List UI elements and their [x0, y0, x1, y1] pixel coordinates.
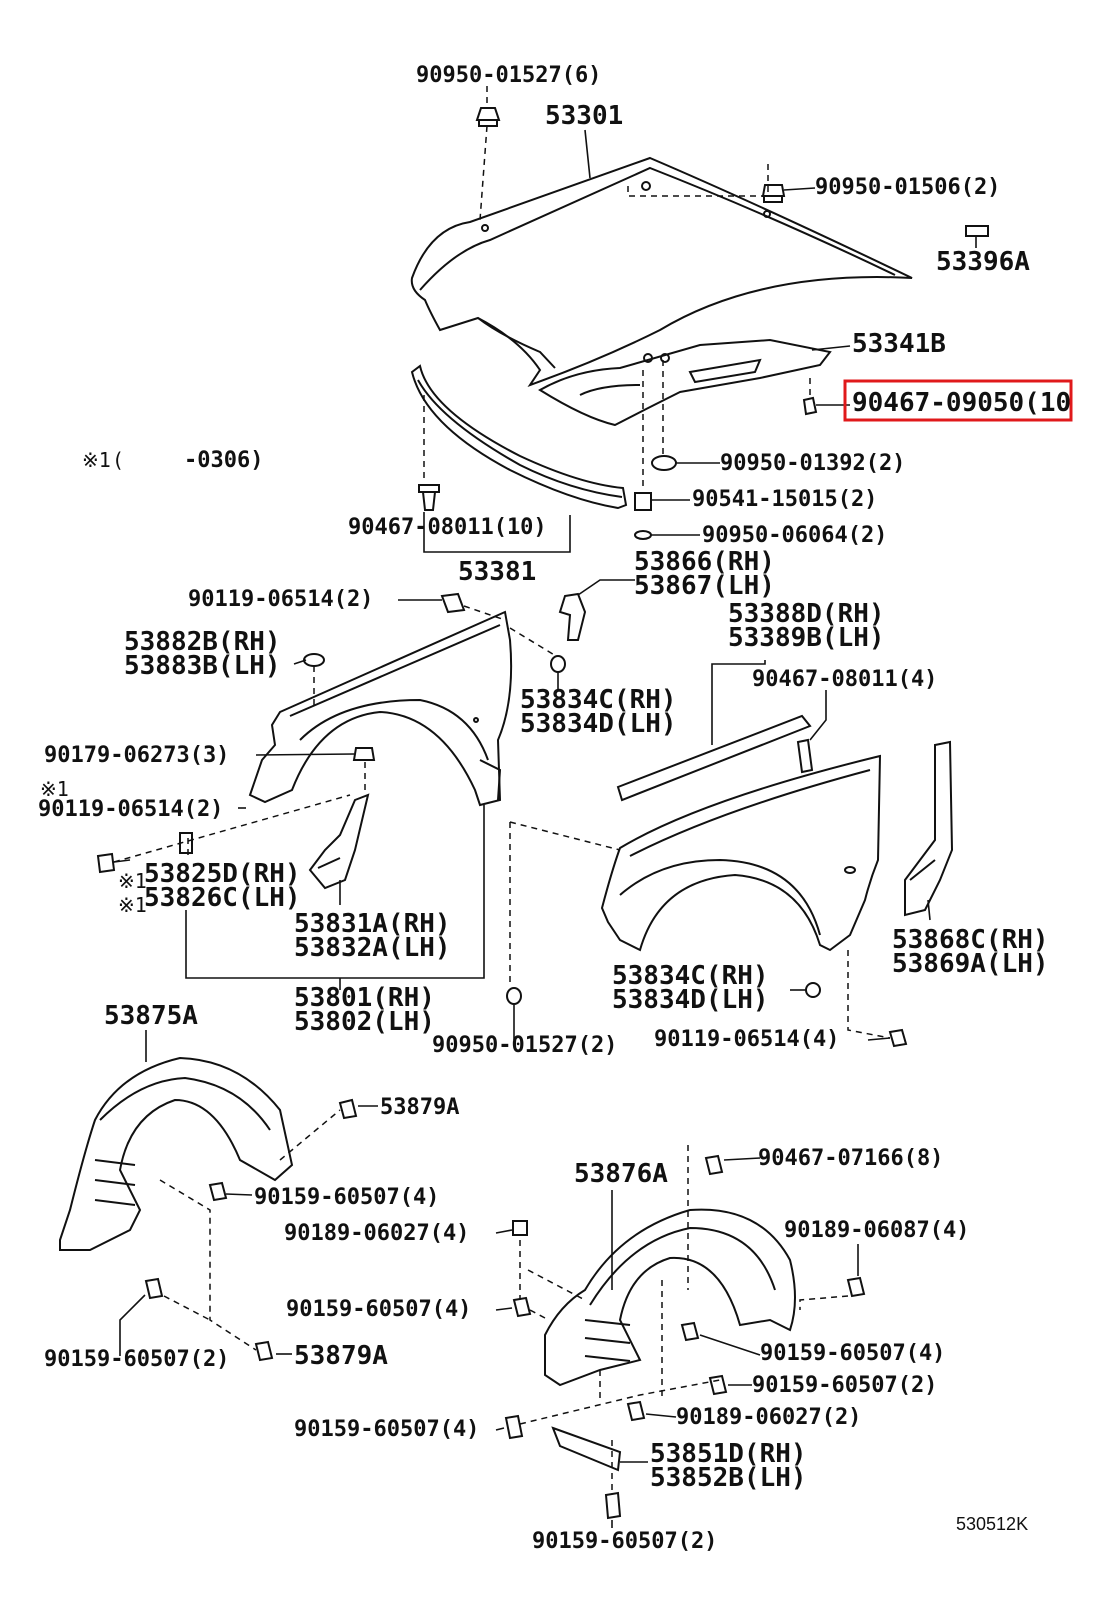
- left-fender-liner: [59, 1056, 294, 1251]
- left-fender-hardware: [96, 592, 587, 1005]
- label-53834c-rh-top: 53834C(RH): [520, 685, 677, 715]
- hood-panel: [410, 156, 913, 387]
- label-90467-08011-4: 90467-08011(4): [752, 667, 937, 692]
- label-53832a-lh: 53832A(LH): [294, 933, 451, 963]
- label-53851d-rh: 53851D(RH): [650, 1439, 807, 1469]
- label-90467-07166: 90467-07166(8): [758, 1146, 943, 1171]
- label-90467-09050: 90467-09050(10: [852, 388, 1071, 418]
- fender-bracket-left: [308, 793, 370, 890]
- note-code: -0306): [184, 448, 263, 473]
- label-90119-06514-top: 90119-06514(2): [188, 587, 373, 612]
- label-53883b-lh: 53883B(LH): [124, 651, 281, 681]
- label-53875a: 53875A: [104, 1001, 198, 1031]
- label-90467-08011-10: 90467-08011(10): [348, 515, 547, 540]
- label-90950-01527-2: 90950-01527(2): [432, 1033, 617, 1058]
- label-53825d-rh: 53825D(RH): [144, 859, 301, 889]
- label-53834d-lh-bottom: 53834D(LH): [612, 985, 769, 1015]
- label-90950-01527-6: 90950-01527(6): [416, 63, 601, 88]
- leader-lines: [113, 86, 977, 1528]
- label-90119-06514-left: 90119-06514(2): [38, 797, 223, 822]
- label-53866-rh: 53866(RH): [634, 547, 775, 577]
- hood-seal-strip: [410, 364, 628, 510]
- label-90159-60507-g: 90159-60507(2): [532, 1529, 717, 1554]
- label-90119-06514-4: 90119-06514(4): [654, 1027, 839, 1052]
- label-53882b-rh: 53882B(RH): [124, 627, 281, 657]
- label-90159-60507-e: 90159-60507(2): [752, 1373, 937, 1398]
- note-mark-3: ※1: [118, 869, 147, 893]
- label-90541-15015: 90541-15015(2): [692, 487, 877, 512]
- label-90189-06027-2: 90189-06027(2): [676, 1405, 861, 1430]
- highlight-box: [843, 379, 1073, 422]
- label-90159-60507-c: 90159-60507(4): [760, 1341, 945, 1366]
- label-53381: 53381: [458, 557, 536, 587]
- label-53867-lh: 53867(LH): [634, 571, 775, 601]
- label-53852b-lh: 53852B(LH): [650, 1463, 807, 1493]
- note-mark-4: ※1: [118, 893, 147, 917]
- left-fender: [248, 610, 513, 807]
- label-53396a: 53396A: [936, 247, 1030, 277]
- label-53868c-rh: 53868C(RH): [892, 925, 1049, 955]
- label-53834d-lh-top: 53834D(LH): [520, 709, 677, 739]
- label-90189-06027-4: 90189-06027(4): [284, 1221, 469, 1246]
- hood-inner-frame: [538, 338, 832, 427]
- label-90159-60507-b: 90159-60507(4): [286, 1297, 471, 1322]
- right-fender: [600, 754, 882, 952]
- label-90159-60507-f: 90159-60507(4): [294, 1417, 479, 1442]
- label-53801-rh: 53801(RH): [294, 983, 435, 1013]
- label-90950-06064: 90950-06064(2): [702, 523, 887, 548]
- label-53831a-rh: 53831A(RH): [294, 909, 451, 939]
- figure-code: 530512K: [956, 1514, 1028, 1534]
- right-liner-hardware: [504, 1154, 866, 1520]
- note-paren: (: [112, 448, 124, 472]
- label-53341b: 53341B: [852, 329, 946, 359]
- label-53876a: 53876A: [574, 1159, 668, 1189]
- notes: ※1 ( -0306) ※1 ※1 ※1: [40, 448, 263, 917]
- label-53869a-lh: 53869A(LH): [892, 949, 1049, 979]
- label-53301: 53301: [545, 101, 623, 131]
- label-53834c-rh-bottom: 53834C(RH): [612, 961, 769, 991]
- label-90159-60507-d: 90159-60507(2): [44, 1347, 229, 1372]
- note-mark-2: ※1: [40, 777, 69, 801]
- label-53802-lh: 53802(LH): [294, 1007, 435, 1037]
- label-90189-06087: 90189-06087(4): [784, 1218, 969, 1243]
- label-90950-01392: 90950-01392(2): [720, 451, 905, 476]
- label-53879a-bottom: 53879A: [294, 1341, 388, 1371]
- label-53826c-lh: 53826C(LH): [144, 883, 301, 913]
- label-53389b-lh: 53389B(LH): [728, 623, 885, 653]
- left-liner-hardware: [144, 1098, 358, 1362]
- fender-rear-bracket: [904, 740, 954, 917]
- right-fender-liner: [544, 1208, 796, 1387]
- label-53388d-rh: 53388D(RH): [728, 599, 885, 629]
- label-90159-60507-a: 90159-60507(4): [254, 1185, 439, 1210]
- right-fender-hardware: [796, 738, 908, 1048]
- fender-top-strip: [616, 714, 812, 802]
- label-90179-06273: 90179-06273(3): [44, 743, 229, 768]
- label-90950-01506: 90950-01506(2): [815, 175, 1000, 200]
- label-53879a-top: 53879A: [380, 1095, 459, 1120]
- part-labels: 90950-01527(6) 53301 90950-01506(2) 5339…: [38, 63, 1071, 1554]
- note-mark-1: ※1: [82, 448, 111, 472]
